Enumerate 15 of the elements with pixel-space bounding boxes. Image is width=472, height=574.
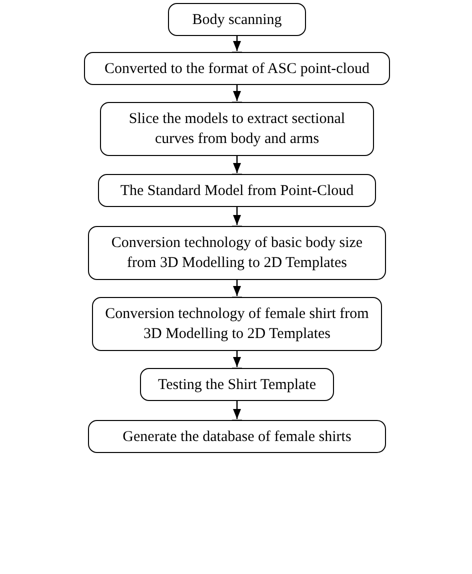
process-box: Generate the database of female shirts bbox=[88, 420, 386, 453]
arrow bbox=[231, 351, 243, 370]
process-box: Body scanning bbox=[168, 3, 306, 36]
process-box: The Standard Model from Point-Cloud bbox=[98, 174, 376, 207]
process-box: Converted to the format of ASC point-cloud bbox=[84, 52, 390, 85]
arrow bbox=[231, 401, 243, 422]
arrow bbox=[231, 280, 243, 298]
process-box: Conversion technology of basic body size from 3D Modelling to 2D Templates bbox=[88, 226, 386, 280]
process-box: Conversion technology of female shirt from 3D Modelling to 2D Templates bbox=[92, 297, 382, 351]
arrow bbox=[231, 85, 243, 104]
arrow bbox=[231, 36, 243, 54]
process-box: Slice the models to extract sectional curves from body and arms bbox=[100, 102, 374, 156]
arrow bbox=[231, 156, 243, 176]
process-box: Testing the Shirt Template bbox=[140, 368, 334, 401]
arrow bbox=[231, 207, 243, 228]
